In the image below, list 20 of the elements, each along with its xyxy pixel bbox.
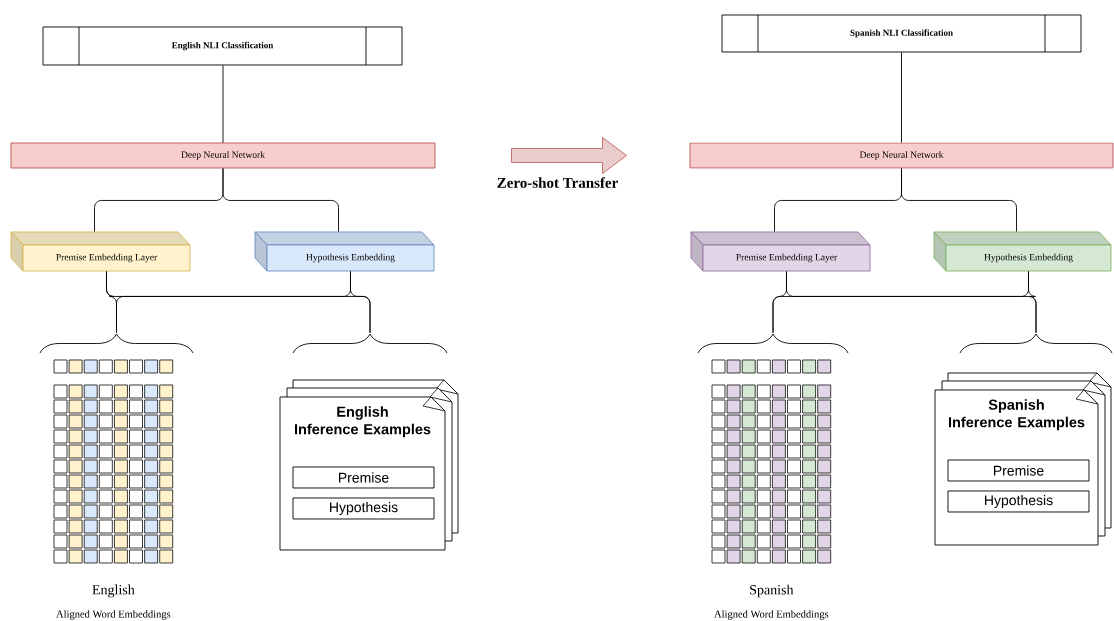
embedding-layer-box: Hypothesis Embedding bbox=[933, 231, 1112, 272]
network-bar: Deep Neural Network bbox=[10, 142, 436, 169]
embedding-layer-box: Premise Embedding Layer bbox=[690, 231, 871, 272]
embedding-layer-box: Hypothesis Embedding bbox=[254, 231, 435, 272]
classification-box: English NLI Classification bbox=[42, 26, 403, 66]
grid-label: Spanish bbox=[750, 584, 794, 598]
embedding-layer-box: Premise Embedding Layer bbox=[10, 231, 191, 272]
network-bar: Deep Neural Network bbox=[689, 142, 1114, 169]
grid-label: Aligned Word Embeddings bbox=[714, 610, 829, 620]
connector bbox=[901, 52, 902, 143]
grid-label: Aligned Word Embeddings bbox=[56, 610, 171, 620]
connector bbox=[350, 271, 371, 334]
connector bbox=[222, 168, 339, 232]
edge-label: Zero-shot Transfer bbox=[497, 177, 618, 188]
transfer-arrow bbox=[511, 137, 627, 174]
classification-box: Spanish NLI Classification bbox=[721, 14, 1082, 53]
grid-label: English bbox=[92, 584, 135, 598]
connector bbox=[1028, 271, 1037, 334]
connector bbox=[901, 168, 1017, 232]
connector bbox=[222, 65, 224, 143]
